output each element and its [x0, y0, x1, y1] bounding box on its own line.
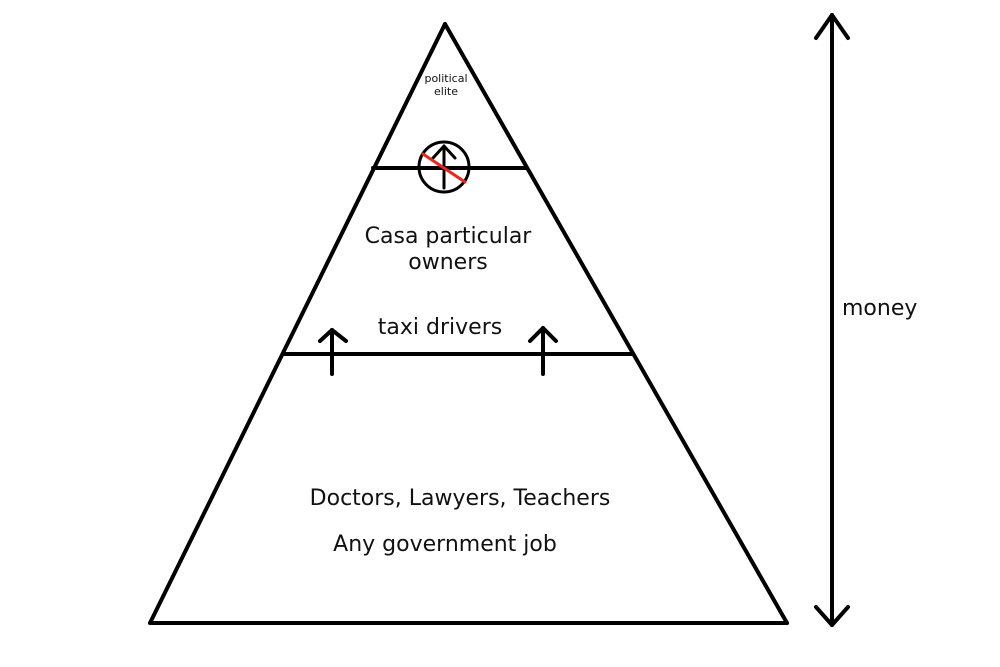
- tier-label-casa-particular: Casa particular owners: [338, 224, 558, 276]
- axis-label-money: money: [842, 296, 918, 321]
- tier-label-professions: Doctors, Lawyers, Teachers: [309, 486, 611, 511]
- up-arrow-icon: [318, 328, 348, 376]
- tier-label-government-job: Any government job: [333, 532, 557, 557]
- pyramid-outline: [148, 22, 789, 625]
- tier-label-line: political: [424, 72, 468, 85]
- tier-label-line: Casa particular: [364, 224, 532, 249]
- pyramid-left-edge: [148, 22, 447, 625]
- tier-label-line: owners: [408, 250, 488, 275]
- tier-label-taxi-drivers: taxi drivers: [377, 315, 503, 340]
- tier-label-line: elite: [434, 85, 458, 99]
- pyramid-right-edge: [443, 22, 789, 625]
- up-arrow-icon: [528, 326, 558, 376]
- tier-label-political-elite: political elite: [406, 72, 486, 98]
- double-headed-vertical-arrow-icon: [814, 13, 850, 627]
- no-upward-arrow-icon: [417, 140, 471, 194]
